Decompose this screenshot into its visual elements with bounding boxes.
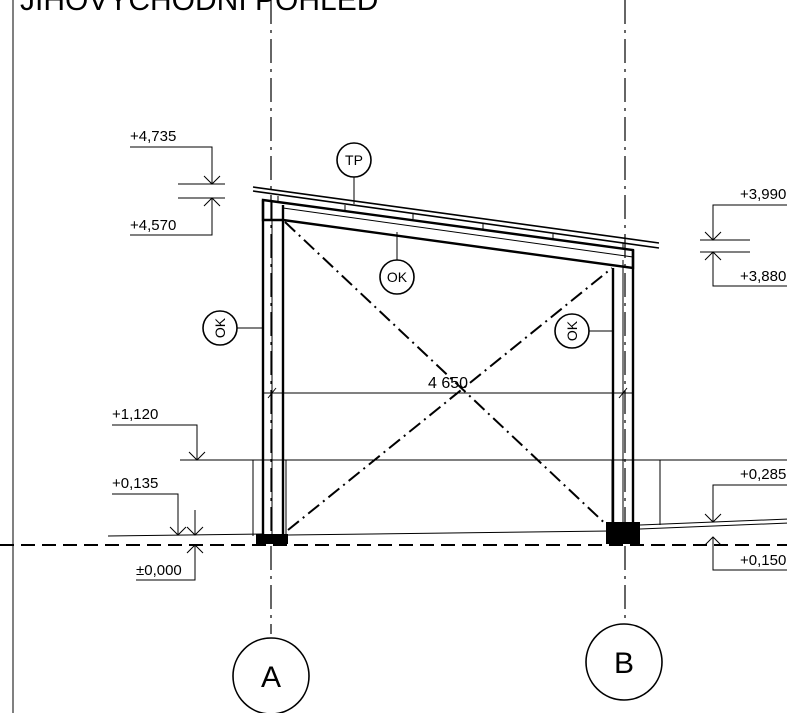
terrain-line-right <box>639 518 789 526</box>
tag-beam: OK <box>379 232 415 295</box>
elevation-left-low-value: +0,135 <box>112 475 158 492</box>
elevation-left-top-value: +4,735 <box>130 128 176 145</box>
elevation-left-top: +4,735 +4,570 <box>130 128 225 236</box>
column-right <box>606 250 640 544</box>
terrain <box>0 518 789 546</box>
elevation-left-zero: ±0,000 <box>136 544 204 581</box>
elevation-left-mid: +1,120 <box>112 406 206 461</box>
tag-column-left: OK <box>202 310 263 346</box>
elevation-left-top2-value: +4,570 <box>130 217 176 234</box>
elevation-right-top-value: +3,990 <box>740 186 786 203</box>
tag-roof: TP <box>336 142 372 204</box>
bracing-diagonal-1 <box>284 221 613 531</box>
axis-label-b: B <box>614 647 634 680</box>
elevation-left-zero-value: ±0,000 <box>136 562 182 579</box>
dimension-value: 4 650 <box>428 375 468 392</box>
elevation-right-low-value: +0,285 <box>740 466 786 483</box>
terrain-line-mid <box>287 530 611 536</box>
tag-column-right: OK <box>554 313 613 349</box>
tag-roof-label: TP <box>345 152 363 168</box>
elevation-right-low2-value: +0,150 <box>740 552 786 569</box>
elevation-right-top: +3,990 +3,880 <box>700 186 789 287</box>
dimension-width: 4 650 <box>264 375 632 399</box>
axis-marker-b: B <box>585 623 663 701</box>
tag-column-right-label: OK <box>564 320 580 341</box>
footing-right <box>606 522 640 544</box>
tag-column-left-label: OK <box>212 317 228 338</box>
terrain-line-left <box>107 533 263 537</box>
elevation-right-low: +0,285 +0,150 <box>704 466 789 571</box>
axis-marker-a: A <box>232 637 310 713</box>
column-left <box>256 200 288 544</box>
drawing-title: JIHOVÝCHODNÍ POHLED <box>20 0 378 17</box>
axis-label-a: A <box>261 661 281 694</box>
roof-beam <box>261 198 635 270</box>
roof-sheeting <box>252 186 660 249</box>
elevation-left-low: +0,135 <box>112 475 204 536</box>
footing-left <box>256 534 288 544</box>
elevation-left-mid-value: +1,120 <box>112 406 158 423</box>
bracing-diagonal-2 <box>287 267 613 531</box>
tag-beam-label: OK <box>387 269 408 285</box>
elevation-right-top2-value: +3,880 <box>740 268 786 285</box>
